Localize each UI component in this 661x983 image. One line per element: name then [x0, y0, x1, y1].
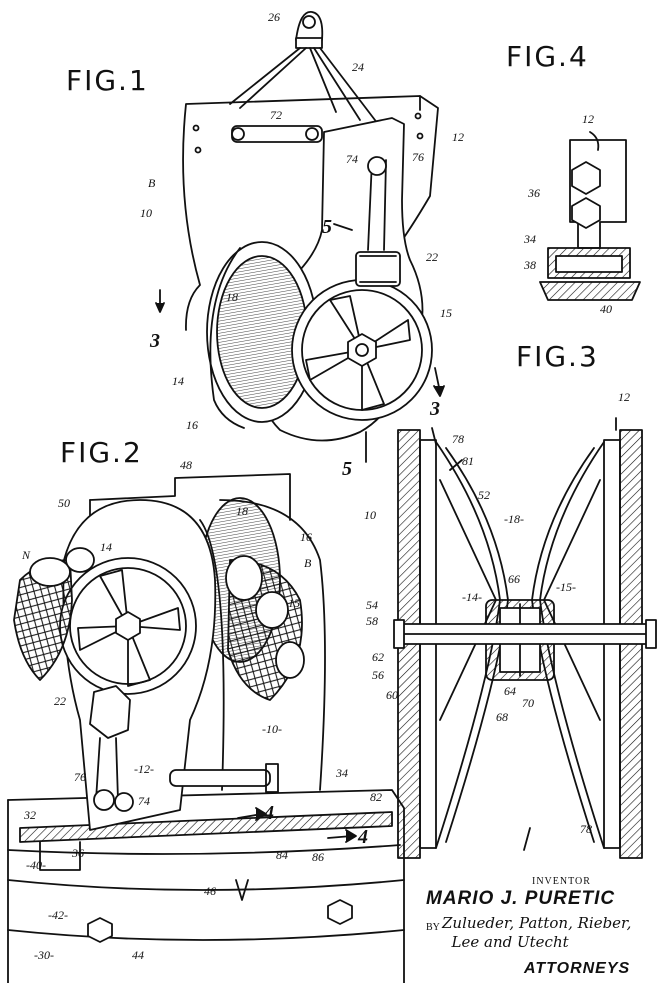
inventor-label: INVENTOR [532, 876, 591, 887]
fig2-ref-36: 36 [72, 846, 84, 860]
fig1-ref-18: 18 [226, 290, 238, 304]
fig3-ref-10: 10 [364, 508, 376, 522]
fig2-ref-15: 15 [288, 596, 300, 610]
fig3-ref-56: 56 [372, 668, 384, 682]
fig4-ref-38: 38 [524, 258, 536, 272]
fig4-ref-40: 40 [600, 302, 612, 316]
fig1-section-3-left: 3 [150, 330, 160, 352]
fig1-section-3-right: 3 [430, 398, 440, 420]
fig4-title: FIG.4 [506, 40, 589, 73]
fig1-ref-74: 74 [346, 152, 358, 166]
fig3-ref-68: 68 [496, 710, 508, 724]
inventor-name: MARIO J. PURETIC [426, 888, 616, 909]
fig2-drawing [7, 473, 405, 983]
fig2-ref-16: 16 [300, 530, 312, 544]
fig2-ref-32: 32 [24, 808, 36, 822]
fig2-ref-34: 34 [336, 766, 348, 780]
fig3-title: FIG.3 [516, 340, 599, 373]
fig2-ref-82: 82 [370, 790, 382, 804]
fig2-ref-50: 50 [58, 496, 70, 510]
fig2-ref-40: -40- [26, 858, 46, 872]
fig3-ref-54: 54 [366, 598, 378, 612]
fig1-drawing [155, 11, 445, 463]
fig2-title: FIG.2 [60, 436, 143, 469]
fig1-ref-26: 26 [268, 10, 280, 24]
fig3-ref-81: 81 [462, 454, 474, 468]
fig1-section-5-bottom: 5 [342, 458, 352, 480]
fig2-ref-18: 18 [236, 504, 248, 518]
fig2-ref-14: 14 [100, 540, 112, 554]
fig1-title: FIG.1 [66, 64, 149, 97]
fig4-drawing [539, 131, 641, 301]
fig3-drawing [393, 417, 657, 859]
fig1-ref-B: B [148, 176, 156, 190]
fig1-ref-10: 10 [140, 206, 152, 220]
fig4-ref-12: 12 [582, 112, 594, 126]
fig3-ref-60: 60 [386, 688, 398, 702]
fig2-ref-74: 74 [138, 794, 150, 808]
fig3-ref-66: 66 [508, 572, 520, 586]
fig2-ref-84: 84 [276, 848, 288, 862]
fig1-ref-22: 22 [426, 250, 438, 264]
fig2-ref-12: -12- [134, 762, 154, 776]
fig1-ref-14: 14 [172, 374, 184, 388]
fig3-ref-12: 12 [618, 390, 630, 404]
fig3-ref-78-bottom: 78 [580, 822, 592, 836]
fig3-ref-58: 58 [366, 614, 378, 628]
fig2-ref-30: -30- [34, 948, 54, 962]
by-label: BY [426, 922, 440, 933]
fig2-ref-B: B [304, 556, 312, 570]
fig1-section-5: 5 [322, 216, 332, 238]
fig2-ref-N: N [22, 548, 31, 562]
fig3-ref-62: 62 [372, 650, 384, 664]
fig3-ref-52: 52 [478, 488, 490, 502]
fig3-ref-78-top: 78 [452, 432, 464, 446]
fig2-ref-86: 86 [312, 850, 324, 864]
fig2-ref-10: -10- [262, 722, 282, 736]
fig1-ref-12: 12 [452, 130, 464, 144]
fig2-ref-76: 76 [74, 770, 86, 784]
fig2-ref-44: 44 [132, 948, 144, 962]
fig4-ref-36: 36 [528, 186, 540, 200]
fig3-ref-64: 64 [504, 684, 516, 698]
fig1-ref-76: 76 [412, 150, 424, 164]
attorney-firm-signature: Zulueder, Patton, Rieber, Lee and Utecht [442, 914, 632, 951]
fig3-ref-18: -18- [504, 512, 524, 526]
fig2-ref-48: 48 [180, 458, 192, 472]
fig2-ref-42: -42- [48, 908, 68, 922]
fig2-ref-22: 22 [54, 694, 66, 708]
fig3-ref-14: -14- [462, 590, 482, 604]
fig1-ref-24: 24 [352, 60, 364, 74]
fig2-section-4-right: 4 [358, 826, 368, 848]
fig2-ref-46: 46 [204, 884, 216, 898]
fig3-ref-70: 70 [522, 696, 534, 710]
fig3-ref-15: -15- [556, 580, 576, 594]
fig1-ref-15: 15 [440, 306, 452, 320]
attorneys-label: ATTORNEYS [524, 960, 631, 977]
fig1-ref-72: 72 [270, 108, 282, 122]
fig4-ref-34: 34 [524, 232, 536, 246]
fig2-section-4-left: 4 [264, 802, 274, 824]
fig1-ref-16: 16 [186, 418, 198, 432]
